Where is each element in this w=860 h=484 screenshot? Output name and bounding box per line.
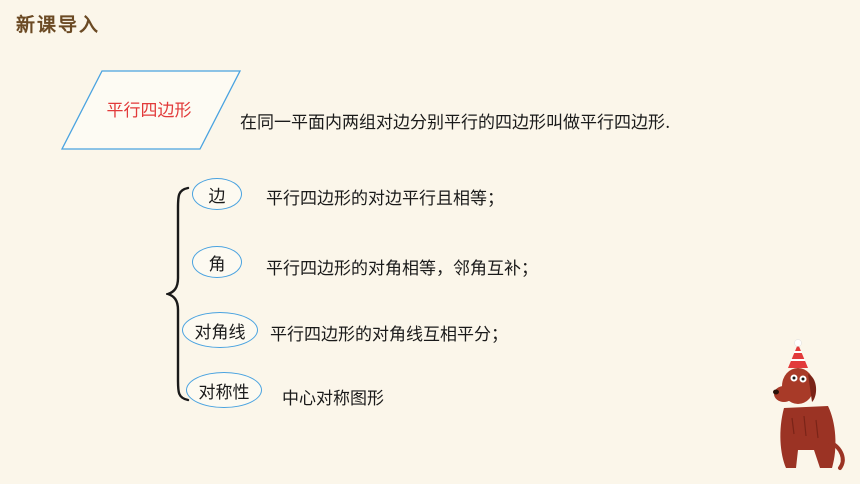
page-title: 新课导入 <box>16 14 101 36</box>
parallelogram-shape <box>60 70 242 150</box>
property-label-edge: 边 <box>192 178 242 210</box>
property-label-symmetry: 对称性 <box>186 372 262 408</box>
property-label-diagonal: 对角线 <box>182 312 258 348</box>
left-brace-icon <box>166 186 190 402</box>
property-text-edge: 平行四边形的对边平行且相等； <box>266 189 504 209</box>
property-text-diagonal: 平行四边形的对角线互相平分； <box>270 325 508 345</box>
property-label-angle: 角 <box>192 246 242 278</box>
definition-text: 在同一平面内两组对边分别平行的四边形叫做平行四边形. <box>240 113 671 133</box>
property-text-symmetry: 中心对称图形 <box>282 389 384 409</box>
property-text-angle: 平行四边形的对角相等，邻角互补； <box>266 259 538 279</box>
term-label: 平行四边形 <box>106 101 192 121</box>
dog-illustration <box>773 339 845 470</box>
